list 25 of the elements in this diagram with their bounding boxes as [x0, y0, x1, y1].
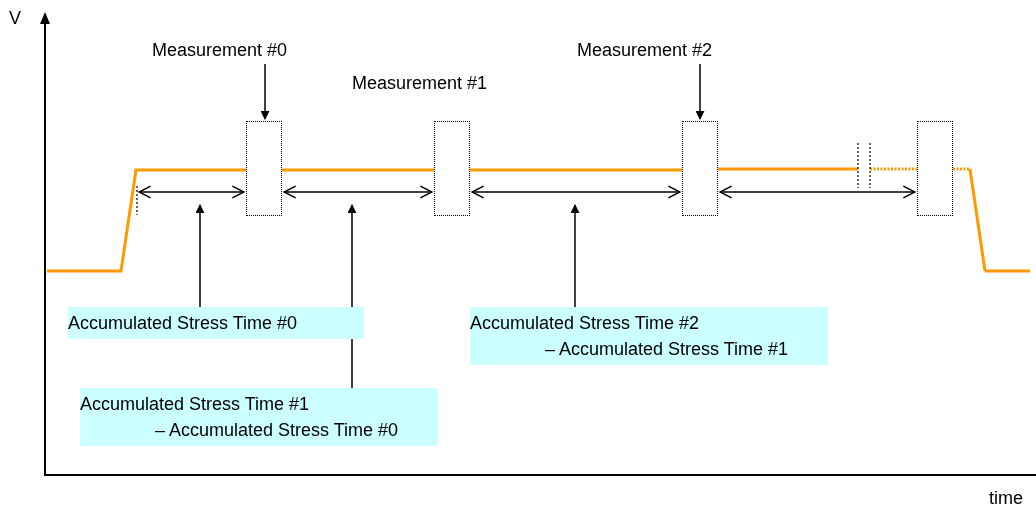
note-text: Accumulated Stress Time #0 [68, 312, 299, 335]
measurement-label: Measurement #2 [577, 40, 713, 61]
note-text: – Accumulated Stress Time #1 [544, 338, 790, 361]
measurement-label: Measurement #0 [152, 40, 288, 61]
measurement-window [917, 121, 953, 216]
arrow [695, 63, 705, 120]
arrow [195, 204, 205, 308]
axis-label: time [989, 488, 1023, 509]
arrow [138, 185, 245, 199]
interval-arrow [283, 185, 433, 199]
note-text: Accumulated Stress Time #1 [80, 393, 311, 416]
note-text: Accumulated Stress Time #2 [470, 312, 701, 335]
measurement-window [682, 121, 718, 216]
stress-time-note [68, 307, 364, 339]
measurement-window [434, 121, 470, 216]
axis-label: V [9, 8, 21, 29]
stress-time-note [80, 388, 438, 446]
note-text: – Accumulated Stress Time #0 [154, 419, 400, 442]
arrow [570, 204, 580, 308]
interval-arrow [471, 185, 681, 199]
arrow [260, 63, 270, 120]
measurement-label: Measurement #1 [352, 73, 488, 94]
stress-time-note [470, 307, 828, 365]
interval-arrow [719, 185, 916, 199]
measurement-window [246, 121, 282, 216]
